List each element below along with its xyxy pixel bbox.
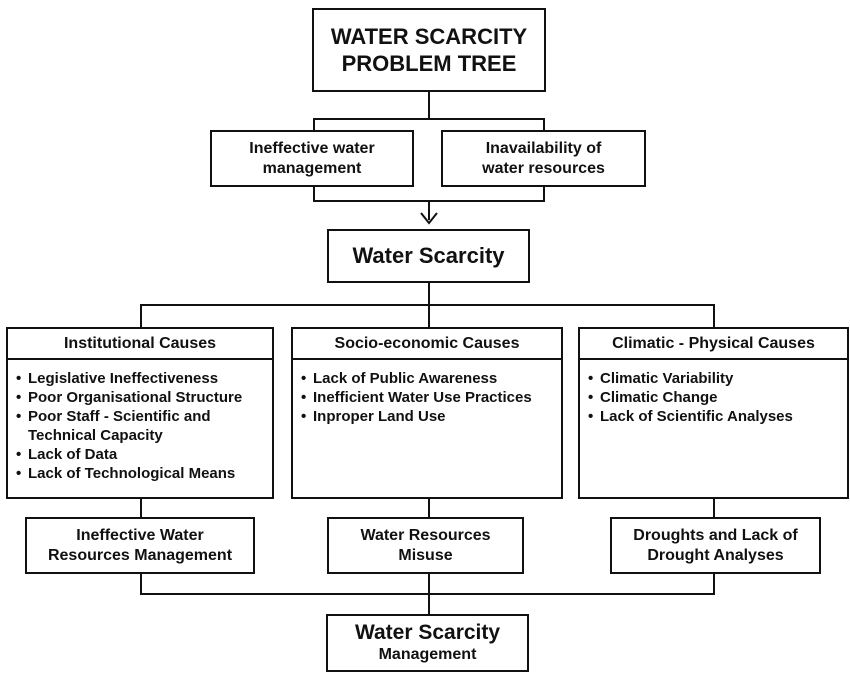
diagram-title-box: WATER SCARCITY PROBLEM TREE bbox=[312, 8, 546, 92]
factor-2-line2: water resources bbox=[482, 159, 605, 177]
connector-outcome-3-down bbox=[713, 573, 715, 595]
connector-outcome-1-down bbox=[140, 573, 142, 595]
connector-outcomes-bar bbox=[140, 593, 715, 595]
connector-cause-2-outcome bbox=[428, 498, 430, 518]
cause-item: Climatic Change bbox=[588, 388, 843, 407]
connector-to-cause-1 bbox=[140, 304, 142, 328]
cause-panel-climatic-physical: Climatic - Physical Causes Climatic Vari… bbox=[578, 327, 849, 499]
outcome-line2: Misuse bbox=[398, 546, 453, 564]
cause-panel-institutional: Institutional Causes Legislative Ineffec… bbox=[6, 327, 274, 499]
connector-to-factor-1 bbox=[313, 118, 315, 130]
outcome-box-climatic: Droughts and Lack of Drought Analyses bbox=[610, 517, 821, 574]
cause-item: Lack of Technological Means bbox=[16, 464, 268, 483]
cause-item: Lack of Public Awareness bbox=[301, 369, 557, 388]
factor-1-line2: management bbox=[262, 159, 362, 177]
outcome-line1: Droughts and Lack of bbox=[633, 526, 798, 544]
management-goal-line2: Management bbox=[378, 646, 477, 663]
connector-to-factor-2 bbox=[543, 118, 545, 130]
cause-item: Lack of Scientific Analyses bbox=[588, 407, 843, 426]
cause-list: Climatic Variability Climatic Change Lac… bbox=[588, 369, 843, 426]
cause-list: Lack of Public Awareness Inefficient Wat… bbox=[301, 369, 557, 426]
arrow-down-icon bbox=[420, 212, 438, 225]
central-problem-label: Water Scarcity bbox=[352, 243, 505, 268]
cause-panel-title: Socio-economic Causes bbox=[293, 329, 561, 360]
diagram-title-line1: WATER SCARCITY bbox=[330, 24, 528, 49]
outcome-line2: Resources Management bbox=[47, 546, 233, 564]
connector-cause-3-outcome bbox=[713, 498, 715, 518]
central-problem-box: Water Scarcity bbox=[327, 229, 530, 283]
connector-top-factors-bar bbox=[313, 118, 545, 120]
connector-arrow-shaft bbox=[428, 200, 430, 220]
connector-cause-1-outcome bbox=[140, 498, 142, 518]
cause-panel-title: Institutional Causes bbox=[8, 329, 272, 360]
connector-title-down bbox=[428, 90, 430, 118]
cause-panel-socio-economic: Socio-economic Causes Lack of Public Awa… bbox=[291, 327, 563, 499]
management-goal-line1: Water Scarcity bbox=[354, 621, 501, 644]
cause-item: Poor Organisational Structure bbox=[16, 388, 268, 407]
outcome-line2: Drought Analyses bbox=[647, 546, 784, 564]
connector-from-factor-2 bbox=[543, 186, 545, 200]
cause-item: Climatic Variability bbox=[588, 369, 843, 388]
management-goal-box: Water Scarcity Management bbox=[326, 614, 529, 672]
cause-item: Lack of Data bbox=[16, 445, 268, 464]
diagram-title-line2: PROBLEM TREE bbox=[341, 51, 517, 76]
cause-panel-title: Climatic - Physical Causes bbox=[580, 329, 847, 360]
factor-inavailability-box: Inavailability of water resources bbox=[441, 130, 646, 187]
factor-2-line1: Inavailability of bbox=[485, 139, 602, 157]
cause-list: Legislative Ineffectiveness Poor Organis… bbox=[16, 369, 268, 483]
outcome-line1: Ineffective Water bbox=[76, 526, 204, 544]
cause-item: Inefficient Water Use Practices bbox=[301, 388, 557, 407]
connector-to-cause-3 bbox=[713, 304, 715, 328]
cause-item: Legislative Ineffectiveness bbox=[16, 369, 268, 388]
outcome-line1: Water Resources bbox=[360, 526, 491, 544]
cause-item: Poor Staff - Scientific and Technical Ca… bbox=[16, 407, 268, 445]
outcome-box-socio-economic: Water Resources Misuse bbox=[327, 517, 524, 574]
connector-causes-bar bbox=[140, 304, 715, 306]
connector-central-down bbox=[428, 282, 430, 306]
factor-1-line1: Ineffective water bbox=[249, 139, 375, 157]
cause-item: Inproper Land Use bbox=[301, 407, 557, 426]
outcome-box-institutional: Ineffective Water Resources Management bbox=[25, 517, 255, 574]
connector-to-cause-2 bbox=[428, 304, 430, 328]
connector-from-factor-1 bbox=[313, 186, 315, 200]
factor-ineffective-management-box: Ineffective water management bbox=[210, 130, 414, 187]
